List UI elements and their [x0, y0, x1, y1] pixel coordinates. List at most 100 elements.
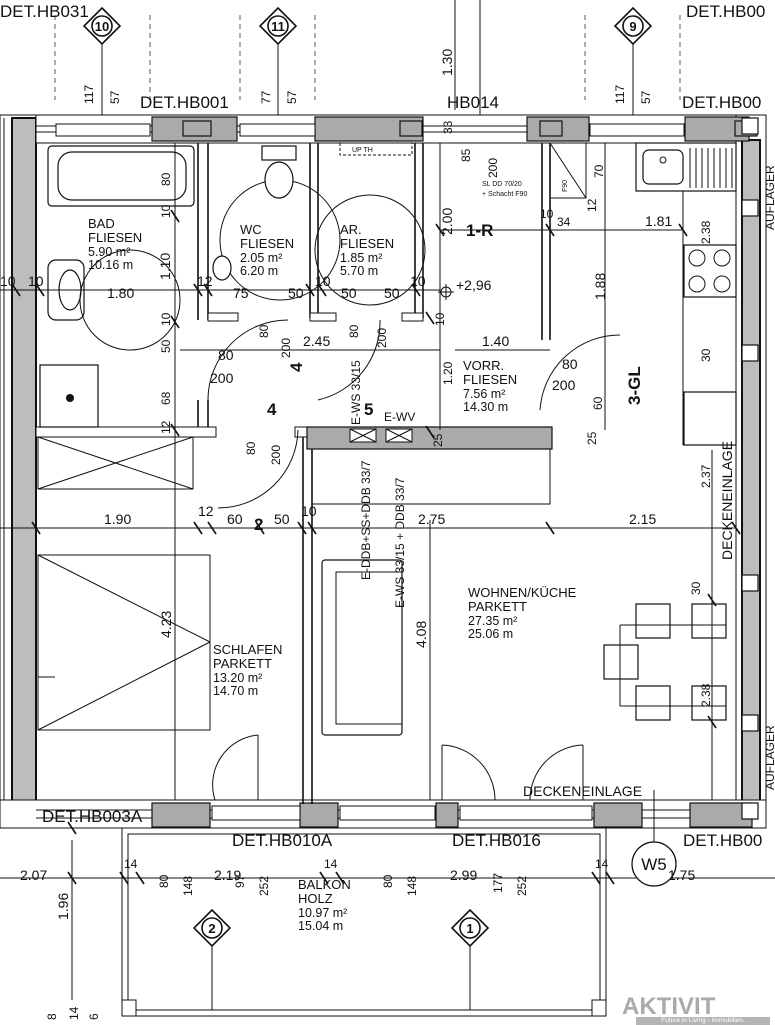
dim-text: 25 — [431, 433, 445, 447]
dim-text: 14 — [595, 857, 609, 871]
dim-text: 12 — [159, 420, 173, 434]
shaft-label-1: SL DD 70/20 — [482, 181, 522, 188]
auflager-label-1: AUFLAGER — [763, 165, 775, 230]
dim-text: 34 — [557, 215, 571, 229]
axis-badge-11: 11 — [258, 6, 298, 46]
number-2: 2 — [254, 515, 263, 534]
dim-text: 80 — [218, 347, 234, 363]
dim-text: 200 — [375, 328, 389, 348]
dim-text: 10 — [28, 273, 44, 289]
dim-text: 30 — [699, 348, 713, 362]
dim-text: 1.88 — [592, 273, 608, 300]
dim-text: 200 — [279, 338, 293, 358]
dim-text: 252 — [515, 876, 529, 896]
deckeneinlage-horizontal: DECKENEINLAGE — [523, 783, 642, 799]
dim-text: 33 — [441, 120, 455, 134]
room-balkon: BALKON HOLZ 10.97 m² 15.04 m — [298, 877, 351, 933]
dim-text: 50 — [159, 339, 173, 353]
doors — [207, 319, 621, 801]
axis-badge-1: 1 — [450, 908, 490, 948]
dim-text: 1.81 — [645, 213, 672, 229]
dim-text: 2.15 — [629, 511, 656, 527]
dim-text: 1.75 — [668, 867, 695, 883]
dim-text: 2.38 — [699, 220, 713, 244]
dim-text: 12 — [197, 273, 213, 289]
dim-text: 4.23 — [158, 611, 174, 638]
dim-text: 1.30 — [439, 49, 455, 76]
room-name: WC — [240, 222, 262, 237]
dim-text: 8 — [45, 1013, 59, 1020]
aktivit-logo: AKTIVIT Future in Living - Immobilien. — [622, 993, 774, 1025]
dim-text: 2.99 — [450, 867, 477, 883]
dim-text: 50 — [288, 285, 304, 301]
dim-text: 1.10 — [157, 253, 173, 280]
dim-text: 10 — [159, 312, 173, 326]
detail-hb001: DET.HB001 — [140, 93, 229, 112]
dim-text: 117 — [82, 85, 96, 104]
dim-text: 57 — [639, 90, 653, 104]
room-floor: FLIESEN — [463, 372, 517, 387]
dim-text: 200 — [210, 370, 234, 386]
room-area: 2.05 m² — [240, 251, 282, 265]
dim-text: 177 — [491, 873, 505, 893]
dim-text: 10 — [0, 273, 16, 289]
dim-text: 14 — [324, 857, 338, 871]
detail-hb016: DET.HB016 — [452, 831, 541, 850]
window-tag-w5: W5 — [631, 790, 677, 887]
upth-label: UP TH — [352, 147, 373, 154]
dim-text: 2.00 — [439, 208, 455, 235]
dim-text: 77 — [259, 90, 273, 104]
gl-label: 3-GL — [625, 366, 644, 405]
dim-text: 200 — [269, 445, 283, 465]
f90-label: F90 — [562, 180, 569, 192]
room-area: 5.90 m² — [88, 245, 130, 259]
room-area: 1.85 m² — [340, 251, 382, 265]
dim-text: 252 — [257, 876, 271, 896]
annotations: +2,96 1-R 3-GL 4 4 5 2 UP TH SL DD 70/20… — [254, 147, 775, 799]
dim-text: 2.37 — [699, 464, 713, 488]
room-area: 10.97 m² — [298, 906, 347, 920]
axis-label-1: 1 — [466, 921, 473, 936]
dim-text: 80 — [257, 324, 271, 338]
dim-text: 14 — [124, 857, 138, 871]
room-floor: PARKETT — [468, 599, 527, 614]
room-bad: BAD FLIESEN 5.90 m² 10.16 m — [88, 216, 142, 272]
dim-text: 2.45 — [303, 333, 330, 349]
room-wohnen: WOHNEN/KÜCHE PARKETT 27.35 m² 25.06 m — [468, 585, 577, 641]
eddb-label: E-DDB+SS+DDB 33/7 — [359, 460, 373, 580]
room-floor: FLIESEN — [240, 236, 294, 251]
dim-text: 80 — [244, 441, 258, 455]
dim-text: 57 — [108, 90, 122, 104]
ews-ddb-label: E-WS 33/15 + DDB 33/7 — [393, 477, 407, 608]
dim-text: 12 — [198, 503, 214, 519]
axis-label-2: 2 — [208, 921, 215, 936]
detail-hb014: HB014 — [447, 93, 499, 112]
dim-text: 50 — [341, 285, 357, 301]
detail-hb010a: DET.HB010A — [232, 831, 333, 850]
dim-text: 85 — [459, 148, 473, 162]
dim-text: 10 — [315, 273, 331, 289]
dim-text: 117 — [613, 85, 627, 104]
deckeneinlage-vertical: DECKENEINLAGE — [719, 441, 735, 560]
detail-hb00-bottom: DET.HB00 — [683, 831, 762, 850]
axis-label-10: 10 — [95, 19, 109, 34]
windows — [55, 123, 685, 821]
dim-text: 4.08 — [413, 621, 429, 648]
dim-text: 2.19 — [214, 867, 241, 883]
dim-text: 2.38 — [699, 683, 713, 707]
room-floor: FLIESEN — [88, 230, 142, 245]
axis-badge-10: 10 — [82, 6, 122, 46]
detail-labels: DET.HB031 DET.HB001 HB014 DET.HB00 DET.H… — [0, 2, 765, 850]
dim-text: 1.90 — [104, 511, 131, 527]
dim-text: 80 — [381, 874, 395, 888]
detail-hb003a: DET.HB003A — [42, 807, 143, 826]
dim-text: 75 — [233, 285, 249, 301]
room-floor: PARKETT — [213, 656, 272, 671]
room-perimeter: 6.20 m — [240, 264, 278, 278]
dim-text: 25 — [585, 431, 599, 445]
number-4: 4 — [267, 400, 277, 419]
room-area: 27.35 m² — [468, 614, 517, 628]
room-perimeter: 5.70 m — [340, 264, 378, 278]
room-perimeter: 14.70 m — [213, 684, 258, 698]
